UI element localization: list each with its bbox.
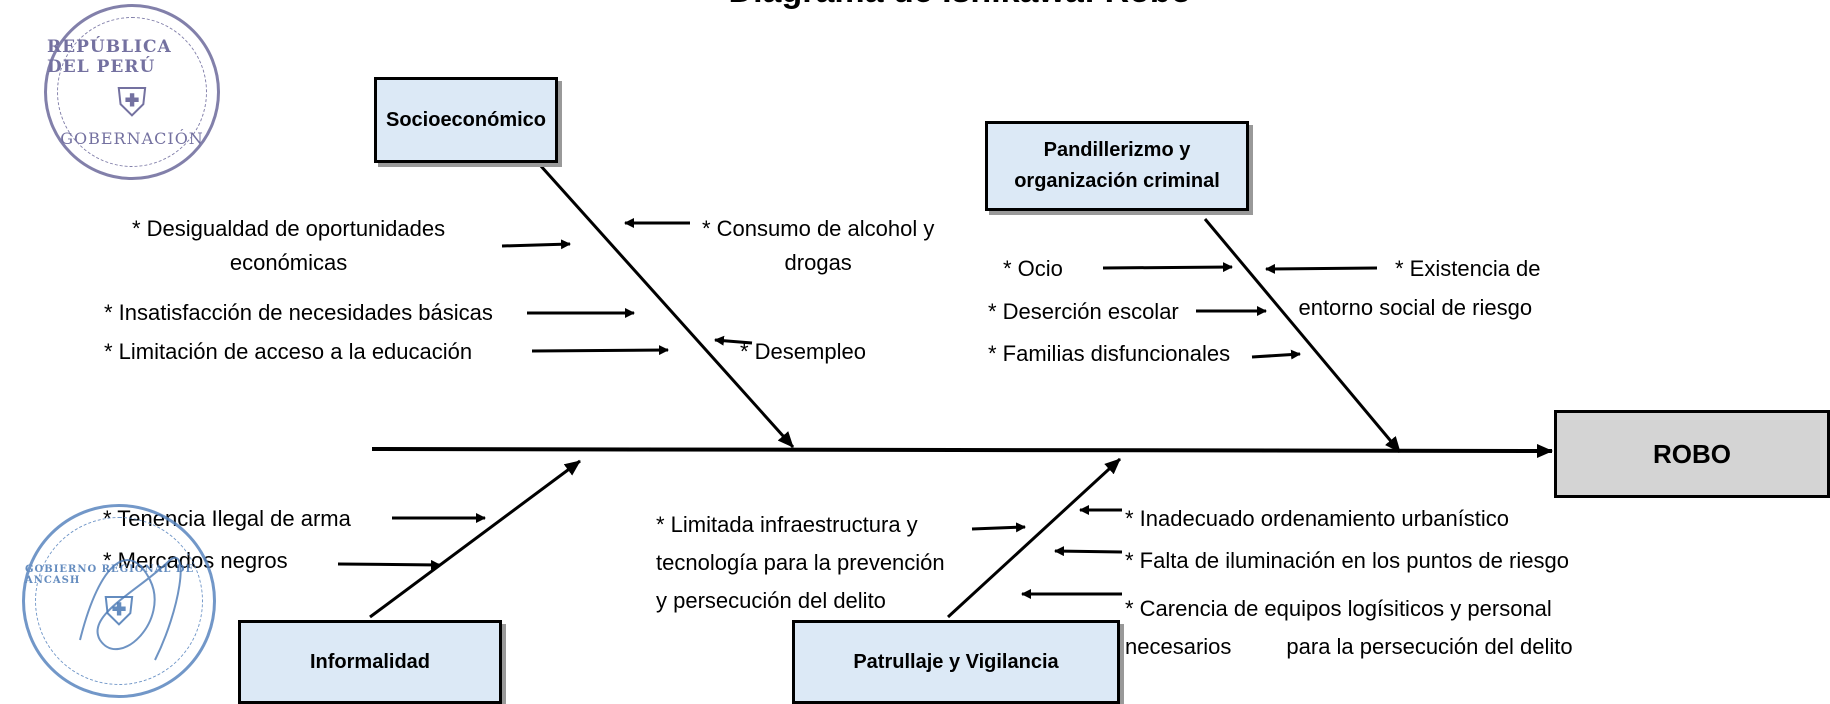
branch-informalidad [369,459,581,619]
cause-equipos-line2: necesarios para la persecución del delit… [1125,633,1573,659]
cause-equipos-line1: * Carencia de equipos logísiticos y pers… [1125,596,1552,621]
cause-consumo-line1: * Consumo de alcohol y [702,216,935,241]
arrow-ocio [1102,262,1233,273]
cause-entorno: * Existencia de entorno social de riesgo [1290,256,1541,322]
cause-desempleo: * Desempleo [740,339,866,364]
cause-desigualdad-line2: económicas [229,250,348,276]
branch-pandillerismo [1203,218,1402,453]
cause-infraestructura: * Limitada infraestructura y tecnología … [656,506,945,619]
cause-consumo: * Consumo de alcohol y drogas [702,216,934,277]
arrow-mercados [337,559,441,570]
effect-box: ROBO [1554,410,1830,498]
arrow-limitacion [531,345,669,356]
cause-consumo-line2: drogas [784,250,852,276]
cause-desigualdad: * Desigualdad de oportunidades económica… [132,216,445,277]
category-pandillerismo-line1: Pandillerizmo y [1043,139,1191,161]
cause-insatisfaccion: * Insatisfacción de necesidades básicas [104,300,493,325]
spine-line [371,443,1553,458]
handwritten-signature [79,556,182,661]
cause-familias: * Familias disfuncionales [988,341,1231,366]
cause-infraestructura-line1: * Limitada infraestructura y [656,512,918,537]
cause-entorno-line1: * Existencia de [1395,256,1541,281]
cause-ocio: * Ocio [1003,256,1063,281]
cause-limitacion: * Limitación de acceso a la educación [104,339,473,364]
cause-entorno-line2: entorno social de riesgo [1298,295,1533,321]
category-patrullaje-label: Patrullaje y Vigilancia [853,650,1059,673]
category-informalidad: Informalidad [238,620,502,704]
arrow-entorno [1265,263,1378,274]
cause-iluminacion: * Falta de iluminación en los puntos de … [1125,548,1569,573]
effect-label: ROBO [1653,438,1731,469]
category-socioeconomico-label: Socioeconómico [385,108,547,131]
stamp-ring [57,17,207,167]
branch-patrullaje [946,457,1122,619]
cause-ordenamiento: * Inadecuado ordenamiento urbanístico [1125,506,1510,531]
category-pandillerismo-line2: organización criminal [1014,170,1220,192]
stamp-ring [35,517,203,685]
cause-infraestructura-line2: tecnología para la prevención [656,549,945,575]
arrow-iluminacion [1054,546,1123,557]
republica-stamp: REPÚBLICA DEL PERÚ ⛨ GOBERNACIÓN [44,4,220,180]
category-pandillerismo: Pandillerizmo y organización criminal [985,121,1249,211]
category-informalidad-label: Informalidad [309,650,430,673]
arrow-desigualdad [501,239,571,250]
category-patrullaje: Patrullaje y Vigilancia [792,620,1120,704]
diagram-title: Diagrama de Ishikawa: Robo [660,0,1260,11]
arrow-familias [1251,349,1301,360]
cause-desercion: * Deserción escolar [988,299,1179,324]
arrow-desempleo [714,335,753,346]
category-socioeconomico: Socioeconómico [374,77,558,163]
cause-infraestructura-line3: y persecución del delito [656,587,886,613]
cause-desigualdad-line1: * Desigualdad de oportunidades [132,216,446,241]
branch-socioeconomico [538,163,795,449]
cause-equipos: * Carencia de equipos logísiticos y pers… [1125,590,1573,666]
arrow-infraestructura [971,522,1026,533]
